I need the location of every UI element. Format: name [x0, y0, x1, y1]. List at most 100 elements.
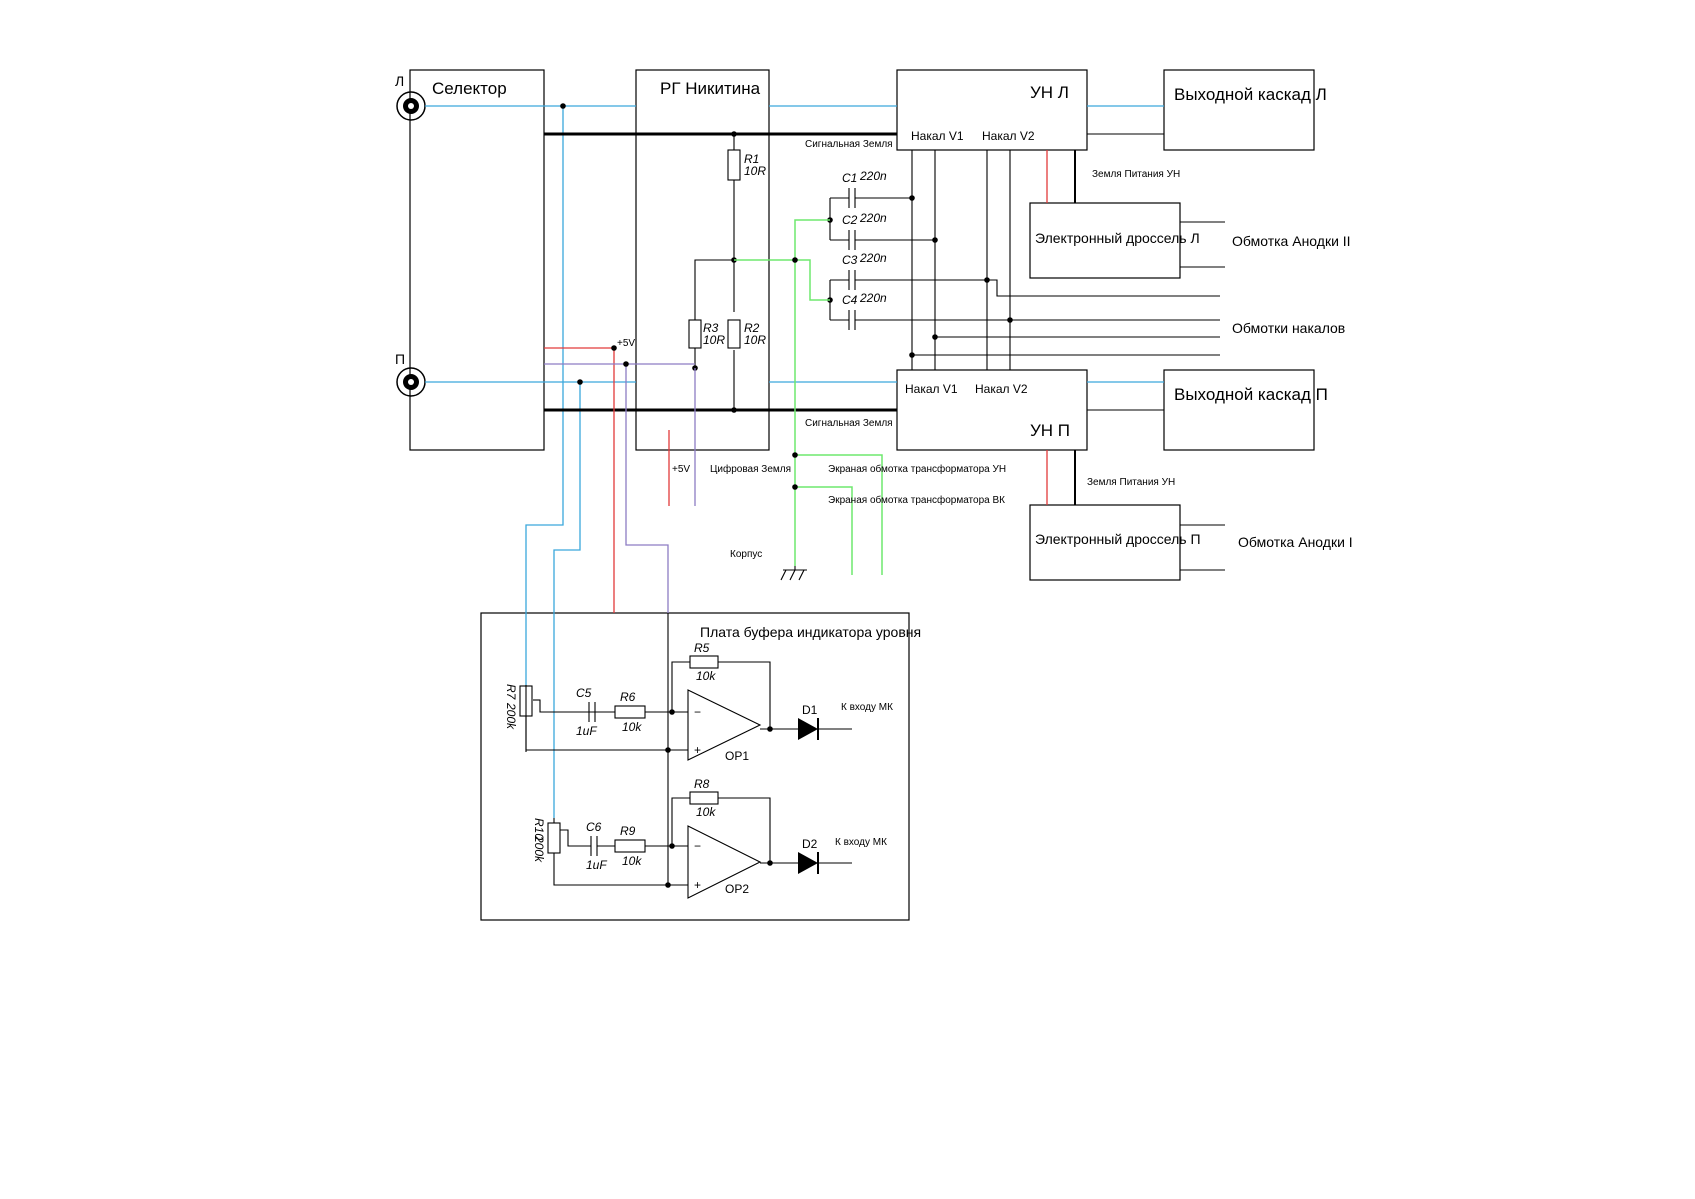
buffer-channel-2-wiring [553, 797, 852, 886]
r10-potentiometer [547, 822, 561, 854]
d1-name: D1 [802, 703, 818, 717]
r3-value: 10R [703, 333, 725, 347]
c2-capacitor [848, 230, 856, 250]
capacitor-bank-wiring [829, 197, 1010, 321]
r5-resistor [689, 655, 719, 669]
power-ground-label-bottom: Земля Питания УН [1087, 477, 1175, 488]
screen-vk-label: Экраная обмотка трансформатора ВК [828, 494, 1005, 506]
to-mk-label-1: К входу МК [841, 702, 893, 713]
out-p-title: Выходной каскад П [1174, 385, 1328, 404]
r8-name: R8 [694, 777, 710, 791]
r7-name: R7 [504, 684, 518, 701]
out-l-title: Выходной каскад Л [1174, 85, 1327, 104]
c1-name: C1 [842, 171, 857, 185]
signal-ground-label-bottom: Сигнальная Земля [805, 418, 893, 429]
digital-ground-label: Цифровая Земля [710, 463, 791, 475]
r7-value: 200k [504, 702, 518, 730]
r8-resistor [689, 791, 719, 805]
nakal-v1-l-label: Накал V1 [911, 129, 964, 143]
r1-value: 10R [744, 164, 766, 178]
to-mk-label-2: К входу МК [835, 837, 887, 848]
c3-value: 220n [859, 251, 887, 265]
op1-amplifier [687, 689, 762, 761]
un-p-title: УН П [1030, 421, 1070, 440]
heater-wiring [911, 150, 1220, 370]
selector-title: Селектор [432, 79, 507, 98]
connector-right-label: П [395, 351, 405, 367]
d2-name: D2 [802, 837, 818, 851]
connector-right-icon [396, 367, 426, 397]
op2-name: OP2 [725, 882, 749, 896]
r7-potentiometer [519, 685, 533, 717]
digital-ground-wires [544, 363, 696, 613]
r5-value: 10k [696, 669, 716, 683]
power-ground-wiring [1046, 150, 1225, 571]
r1-resistor [727, 149, 741, 181]
connector-left-label: Л [395, 73, 404, 89]
c1-capacitor [848, 188, 856, 208]
un-l-block [896, 69, 1088, 151]
r10-value: 200k [532, 835, 546, 863]
c6-name: C6 [586, 820, 602, 834]
selector-block [409, 69, 545, 451]
choke-p-title: Электронный дроссель П [1035, 531, 1201, 547]
c3-capacitor [848, 270, 856, 290]
r6-resistor [614, 705, 646, 719]
c2-value: 220n [859, 211, 887, 225]
choke-l-block [1029, 202, 1181, 279]
choke-l-title: Электронный дроссель Л [1035, 230, 1200, 246]
op1-name: OP1 [725, 749, 749, 763]
c1-value: 220n [859, 169, 887, 183]
d1-diode [798, 718, 818, 740]
c2-name: C2 [842, 213, 858, 227]
d2-diode [798, 852, 818, 874]
choke-p-block [1029, 504, 1181, 581]
c4-value: 220n [859, 291, 887, 305]
r10-name: R10 [532, 818, 546, 840]
buffer-block [480, 612, 910, 921]
signal-ground-label-top: Сигнальная Земля [805, 139, 893, 150]
nakal-v2-l-label: Накал V2 [982, 129, 1035, 143]
connector-left-icon [396, 91, 426, 121]
rg-title: РГ Никитина [660, 79, 761, 98]
plus5-label-top: +5V [617, 338, 635, 349]
anode-2-label: Обмотка Анодки II [1232, 233, 1351, 249]
rg-internal-wiring [694, 134, 735, 410]
op2-minus: − [694, 839, 701, 853]
r3-resistor [688, 319, 702, 349]
signal-wires [425, 105, 1164, 818]
c5-name: C5 [576, 686, 592, 700]
r3-name: R3 [703, 321, 719, 335]
r6-name: R6 [620, 690, 636, 704]
r9-value: 10k [622, 854, 642, 868]
screen-un-label: Экраная обмотка трансформатора УН [828, 463, 1006, 475]
op1-plus: + [694, 743, 701, 757]
anode-1-label: Обмотка Анодки I [1238, 534, 1353, 550]
power-5v-wires [544, 347, 670, 613]
un-l-title: УН Л [1030, 83, 1069, 102]
c4-capacitor [848, 310, 856, 330]
r5-name: R5 [694, 641, 710, 655]
chassis-label: Корпус [730, 549, 762, 560]
power-ground-label-top: Земля Питания УН [1092, 169, 1180, 180]
buffer-title: Плата буфера индикатора уровня [700, 624, 921, 640]
screen-ground-wiring [734, 219, 883, 575]
r2-name: R2 [744, 321, 760, 335]
c4-name: C4 [842, 293, 858, 307]
chassis-ground-icon [780, 566, 807, 581]
r6-value: 10k [622, 720, 642, 734]
c5-value: 1uF [576, 724, 597, 738]
r2-resistor [727, 319, 741, 349]
plus5-label-bottom: +5V [672, 464, 690, 475]
r1-name: R1 [744, 152, 759, 166]
out-l-block [1163, 69, 1315, 151]
nakal-v1-p-label: Накал V1 [905, 382, 958, 396]
op2-amplifier [687, 825, 762, 899]
r2-value: 10R [744, 333, 766, 347]
c3-name: C3 [842, 253, 858, 267]
op2-plus: + [694, 878, 701, 892]
heater-windings-label: Обмотки накалов [1232, 320, 1345, 336]
c6-value: 1uF [586, 858, 607, 872]
r8-value: 10k [696, 805, 716, 819]
